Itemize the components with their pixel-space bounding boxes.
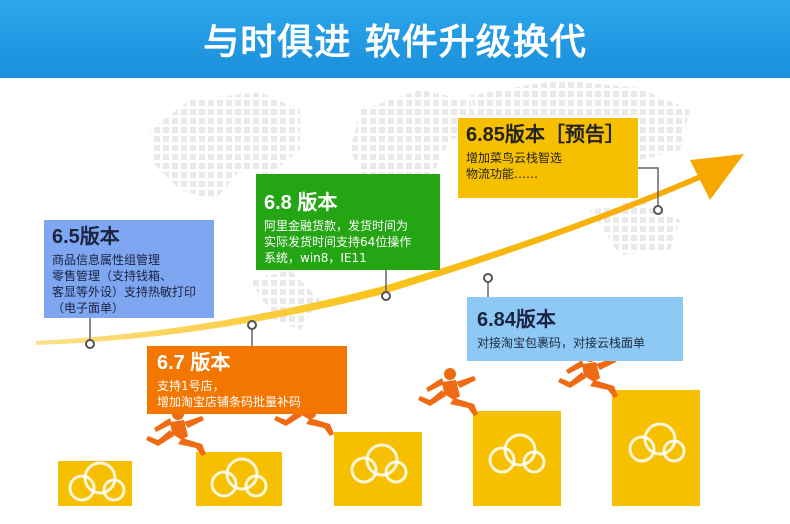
runner-icon bbox=[146, 408, 206, 456]
version-description: 商品信息属性组管理 零售管理（支持钱箱、 客显等外设）支持热敏打印 （电子面单） bbox=[52, 253, 197, 315]
steps bbox=[58, 390, 700, 506]
version-card-6-5: 6.5版本 商品信息属性组管理 零售管理（支持钱箱、 客显等外设）支持热敏打印 … bbox=[44, 220, 214, 318]
version-description: 支持1号店， 增加淘宝店铺条码批量补码 bbox=[157, 379, 302, 409]
version-title: 6.8 版本 bbox=[264, 192, 338, 214]
runner-icon bbox=[418, 368, 478, 416]
version-card-6-85: 6.85版本［预告］ 增加菜鸟云栈智选 物流功能…… bbox=[458, 118, 638, 198]
version-card-6-7: 6.7 版本 支持1号店， 增加淘宝店铺条码批量补码 bbox=[147, 346, 347, 414]
timeline-nodes bbox=[85, 205, 663, 349]
version-title: 6.5版本 bbox=[52, 226, 120, 248]
header-banner: 与时俱进 软件升级换代 bbox=[0, 0, 790, 78]
version-title: 6.85版本［预告］ bbox=[466, 124, 625, 146]
growth-arrow bbox=[36, 154, 744, 345]
version-description: 增加菜鸟云栈智选 物流功能…… bbox=[466, 151, 563, 181]
version-description: 对接淘宝包裹码，对接云栈面单 bbox=[477, 336, 646, 350]
version-card-6-8: 6.8 版本 阿里金融货款，发货时间为 实际发货时间支持64位操作 系统，win… bbox=[256, 174, 440, 270]
page-title: 与时俱进 软件升级换代 bbox=[203, 22, 587, 63]
version-title: 6.7 版本 bbox=[157, 352, 231, 374]
version-title: 6.84版本 bbox=[477, 309, 556, 331]
version-card-6-84: 6.84版本 对接淘宝包裹码，对接云栈面单 bbox=[467, 297, 683, 361]
version-description: 阿里金融货款，发货时间为 实际发货时间支持64位操作 系统，win8，IE11 bbox=[264, 219, 412, 265]
